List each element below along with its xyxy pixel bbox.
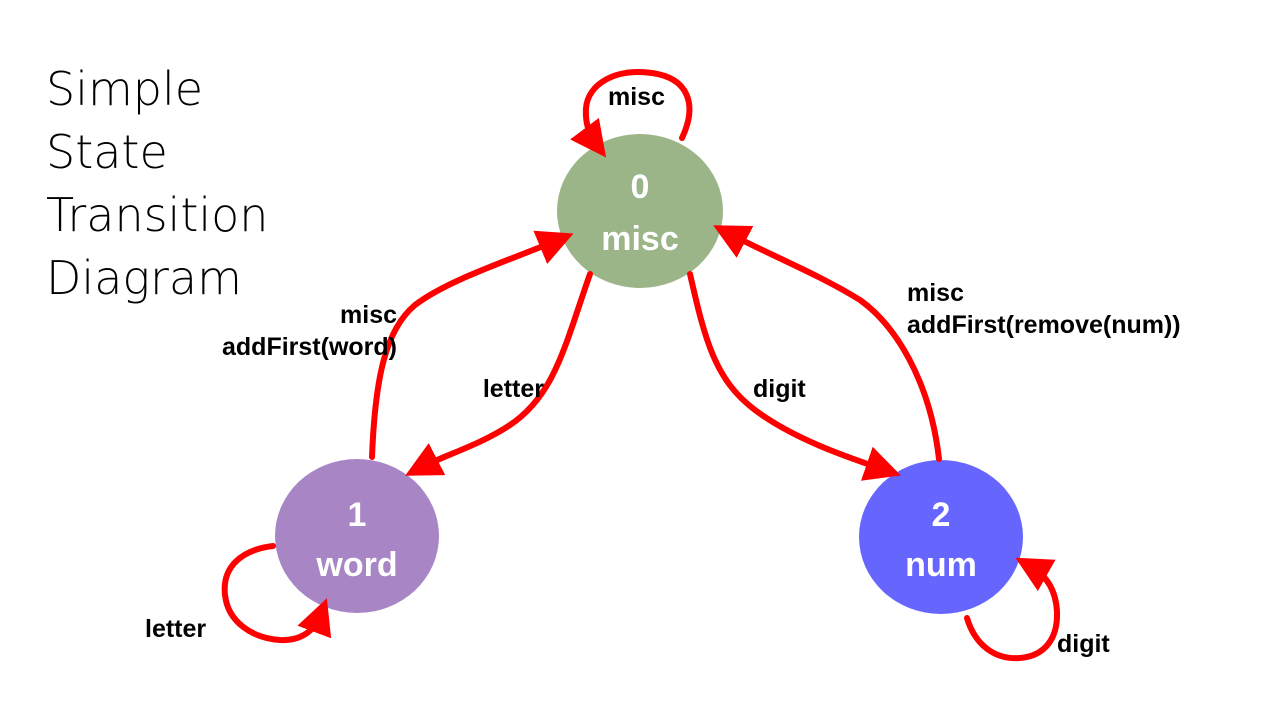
state-2-circle <box>859 460 1023 614</box>
label-self-1-input: letter <box>145 615 206 643</box>
transition-2-to-0 <box>713 225 942 462</box>
state-2-label: num <box>905 546 977 584</box>
transition-0-self-loop <box>570 69 693 158</box>
label-1-to-0-action: addFirst(word) <box>222 333 397 361</box>
transition-1-to-0 <box>369 230 574 460</box>
label-self-2-input: digit <box>1057 630 1110 658</box>
transition-0-to-1 <box>405 271 593 476</box>
title-line: Transition <box>46 188 269 242</box>
transition-2-self-loop <box>964 557 1061 662</box>
label-2-to-0-input: misc <box>907 279 964 307</box>
label-2-to-0-action: addFirst(remove(num)) <box>907 311 1181 339</box>
state-1: 1 word <box>275 459 439 613</box>
state-1-id: 1 <box>348 496 367 534</box>
state-0-circle <box>557 134 723 288</box>
state-0-label: misc <box>601 220 679 258</box>
state-1-label: word <box>315 546 397 584</box>
state-0: 0 misc <box>557 134 723 288</box>
diagram-title: Simple State Transition Diagram <box>46 58 346 310</box>
title-line: State <box>46 125 168 179</box>
state-0-id: 0 <box>631 168 650 206</box>
label-0-to-1-input: letter <box>483 375 544 403</box>
title-line: Simple <box>46 62 204 116</box>
label-self-0-input: misc <box>608 83 665 111</box>
state-2-id: 2 <box>932 496 951 534</box>
label-0-to-2-input: digit <box>753 375 806 403</box>
state-2: 2 num <box>859 460 1023 614</box>
state-1-circle <box>275 459 439 613</box>
label-1-to-0-input: misc <box>340 301 397 329</box>
title-line: Diagram <box>46 251 242 305</box>
transition-0-to-2 <box>687 271 901 481</box>
transition-1-self-loop <box>221 543 332 644</box>
